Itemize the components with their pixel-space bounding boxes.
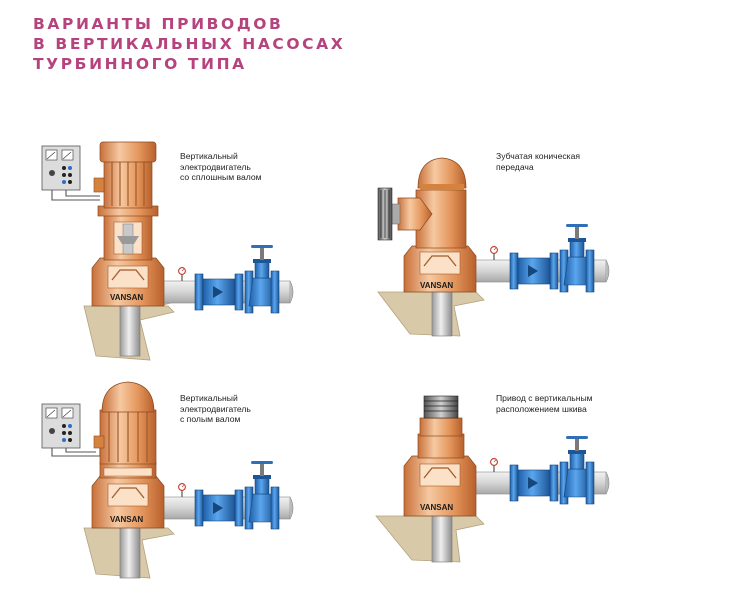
- ground-foundation: [376, 516, 484, 562]
- gate-valve: [195, 245, 279, 313]
- brand-logo: VANSAN: [110, 515, 143, 524]
- column-pipe: [120, 305, 140, 356]
- brand-logo: VANSAN: [110, 293, 143, 302]
- control-panel-icon: [42, 404, 80, 448]
- control-panel-icon: [42, 146, 80, 190]
- diagram-bevel-gear: VANSAN: [378, 158, 609, 336]
- gate-valve: [510, 224, 594, 292]
- pressure-gauge-icon: [491, 459, 498, 472]
- pressure-gauge-icon: [491, 247, 498, 260]
- brand-logo: VANSAN: [420, 281, 453, 290]
- column-pipe: [120, 526, 140, 578]
- cable: [52, 190, 100, 200]
- ground-foundation: [378, 292, 484, 336]
- motor-dome: [102, 382, 154, 412]
- pulley-icon: [424, 396, 458, 418]
- diagram-vertical-pulley: VANSAN: [376, 396, 609, 562]
- brand-logo: VANSAN: [420, 503, 453, 512]
- gate-valve: [195, 461, 279, 529]
- pressure-gauge-icon: [179, 484, 186, 497]
- gear-dome: [418, 158, 466, 188]
- diagram-hollow-shaft-motor: VANSAN: [42, 382, 293, 578]
- pressure-gauge-icon: [179, 268, 186, 281]
- column-pipe: [432, 514, 452, 562]
- gate-valve: [510, 436, 594, 504]
- column-pipe: [432, 290, 452, 336]
- diagram-solid-shaft-motor: VANSAN: [42, 142, 293, 360]
